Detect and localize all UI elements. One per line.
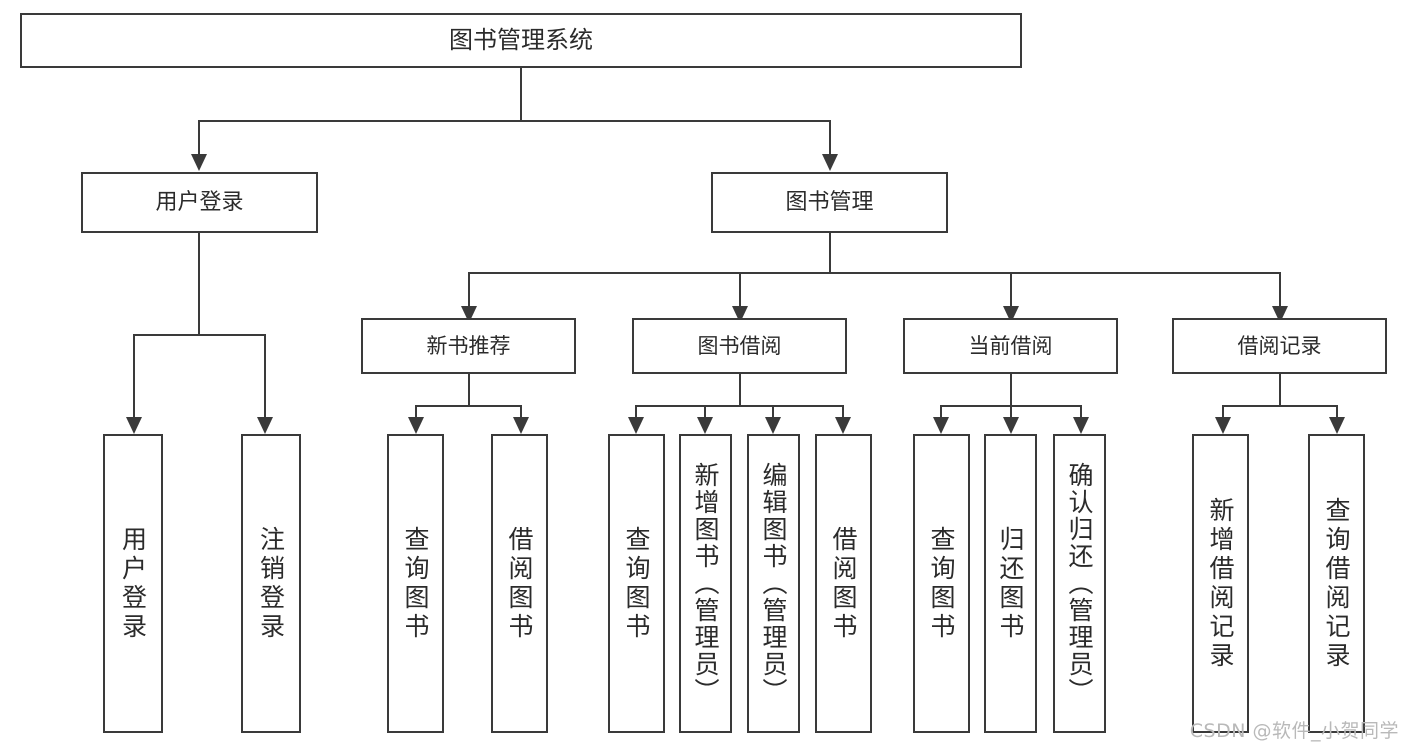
node-label: 查询图书 (622, 525, 651, 642)
connector-drop-leaf-user-login (133, 334, 135, 418)
connector-drop-borrow-book-1 (520, 405, 522, 418)
connector-level3-bus (468, 272, 1280, 274)
node-label: 借阅图书 (505, 525, 534, 642)
leaf-borrow-book-2[interactable]: 借阅图书 (815, 434, 872, 733)
connector-drop-return-book (1010, 405, 1012, 418)
connector-drop-query-book-2 (635, 405, 637, 418)
connector-drop-borrow-book-2 (842, 405, 844, 418)
leaf-query-book-1[interactable]: 查询图书 (387, 434, 444, 733)
arrow-to-book-manage (822, 154, 838, 171)
arrow-to-add-record (1215, 417, 1231, 434)
connector-drop-book-borrow (739, 272, 741, 307)
arrow-to-borrow-book-2 (835, 417, 851, 434)
connector-drop-query-book-1 (415, 405, 417, 418)
leaf-edit-book[interactable]: 编辑图书（管理员） (747, 434, 800, 733)
node-book-manage[interactable]: 图书管理 (711, 172, 948, 233)
node-label: 注销登录 (256, 525, 286, 642)
node-book-borrow[interactable]: 图书借阅 (632, 318, 847, 374)
node-label: 查询图书 (927, 525, 956, 642)
node-root-book-management-system[interactable]: 图书管理系统 (20, 13, 1022, 68)
connector-book-manage-stem (829, 233, 831, 273)
connector-drop-add-record (1222, 405, 1224, 418)
connector-drop-confirm-return (1080, 405, 1082, 418)
leaf-borrow-book-1[interactable]: 借阅图书 (491, 434, 548, 733)
leaf-query-record[interactable]: 查询借阅记录 (1308, 434, 1365, 733)
connector-book-borrow-stem (739, 374, 741, 406)
node-label: 借阅记录 (1237, 333, 1322, 358)
node-user-login[interactable]: 用户登录 (81, 172, 318, 233)
arrow-to-borrow-book-1 (513, 417, 529, 434)
node-label: 图书管理系统 (449, 25, 593, 54)
node-label: 图书管理 (785, 189, 874, 215)
node-borrow-record[interactable]: 借阅记录 (1172, 318, 1387, 374)
arrow-to-confirm-return (1073, 417, 1089, 434)
arrow-to-leaf-user-login (126, 417, 142, 434)
connector-drop-borrow-record (1279, 272, 1281, 307)
node-label: 用户登录 (118, 525, 148, 642)
node-label: 图书借阅 (697, 333, 782, 358)
connector-drop-current-borrow (1010, 272, 1012, 307)
arrow-to-query-record (1329, 417, 1345, 434)
node-label: 查询图书 (401, 525, 430, 642)
connector-drop-edit-book (772, 405, 774, 418)
arrow-to-query-book-2 (628, 417, 644, 434)
leaf-query-book-2[interactable]: 查询图书 (608, 434, 665, 733)
leaf-query-book-3[interactable]: 查询图书 (913, 434, 970, 733)
node-label: 借阅图书 (829, 525, 858, 642)
connector-drop-add-book (704, 405, 706, 418)
arrow-to-add-book (697, 417, 713, 434)
connector-user-login-bus (133, 334, 264, 336)
connector-borrow-record-stem (1279, 374, 1281, 406)
connector-root-stem (520, 68, 522, 121)
node-label: 查询借阅记录 (1322, 496, 1351, 671)
leaf-confirm-return[interactable]: 确认归还（管理员） (1053, 434, 1106, 733)
connector-drop-user-login (198, 120, 200, 155)
arrow-to-query-book-3 (933, 417, 949, 434)
arrow-to-user-login (191, 154, 207, 171)
node-label: 归还图书 (996, 525, 1025, 642)
arrow-to-edit-book (765, 417, 781, 434)
node-label: 新书推荐 (426, 333, 511, 358)
connector-drop-leaf-logout (264, 334, 266, 418)
node-label: 确认归还（管理员） (1065, 462, 1094, 705)
connector-current-borrow-stem (1010, 374, 1012, 406)
leaf-add-book[interactable]: 新增图书（管理员） (679, 434, 732, 733)
node-label: 当前借阅 (968, 333, 1053, 358)
connector-level2-bus (198, 120, 831, 122)
connector-drop-query-book-3 (940, 405, 942, 418)
arrow-to-query-book-1 (408, 417, 424, 434)
connector-new-book-rec-bus (415, 405, 522, 407)
leaf-logout[interactable]: 注销登录 (241, 434, 301, 733)
connector-drop-query-record (1336, 405, 1338, 418)
node-label: 编辑图书（管理员） (759, 462, 788, 705)
connector-drop-book-manage (829, 120, 831, 155)
node-label: 新增借阅记录 (1206, 496, 1235, 671)
node-new-book-recommend[interactable]: 新书推荐 (361, 318, 576, 374)
node-label: 新增图书（管理员） (691, 462, 720, 705)
connector-new-book-rec-stem (468, 374, 470, 406)
arrow-to-leaf-logout (257, 417, 273, 434)
connector-borrow-record-bus (1222, 405, 1338, 407)
node-current-borrow[interactable]: 当前借阅 (903, 318, 1118, 374)
connector-book-borrow-bus (635, 405, 844, 407)
leaf-user-login[interactable]: 用户登录 (103, 434, 163, 733)
connector-user-login-stem (198, 233, 200, 335)
arrow-to-return-book (1003, 417, 1019, 434)
leaf-return-book[interactable]: 归还图书 (984, 434, 1037, 733)
node-label: 用户登录 (155, 189, 244, 215)
connector-drop-new-book-rec (468, 272, 470, 307)
leaf-add-record[interactable]: 新增借阅记录 (1192, 434, 1249, 733)
